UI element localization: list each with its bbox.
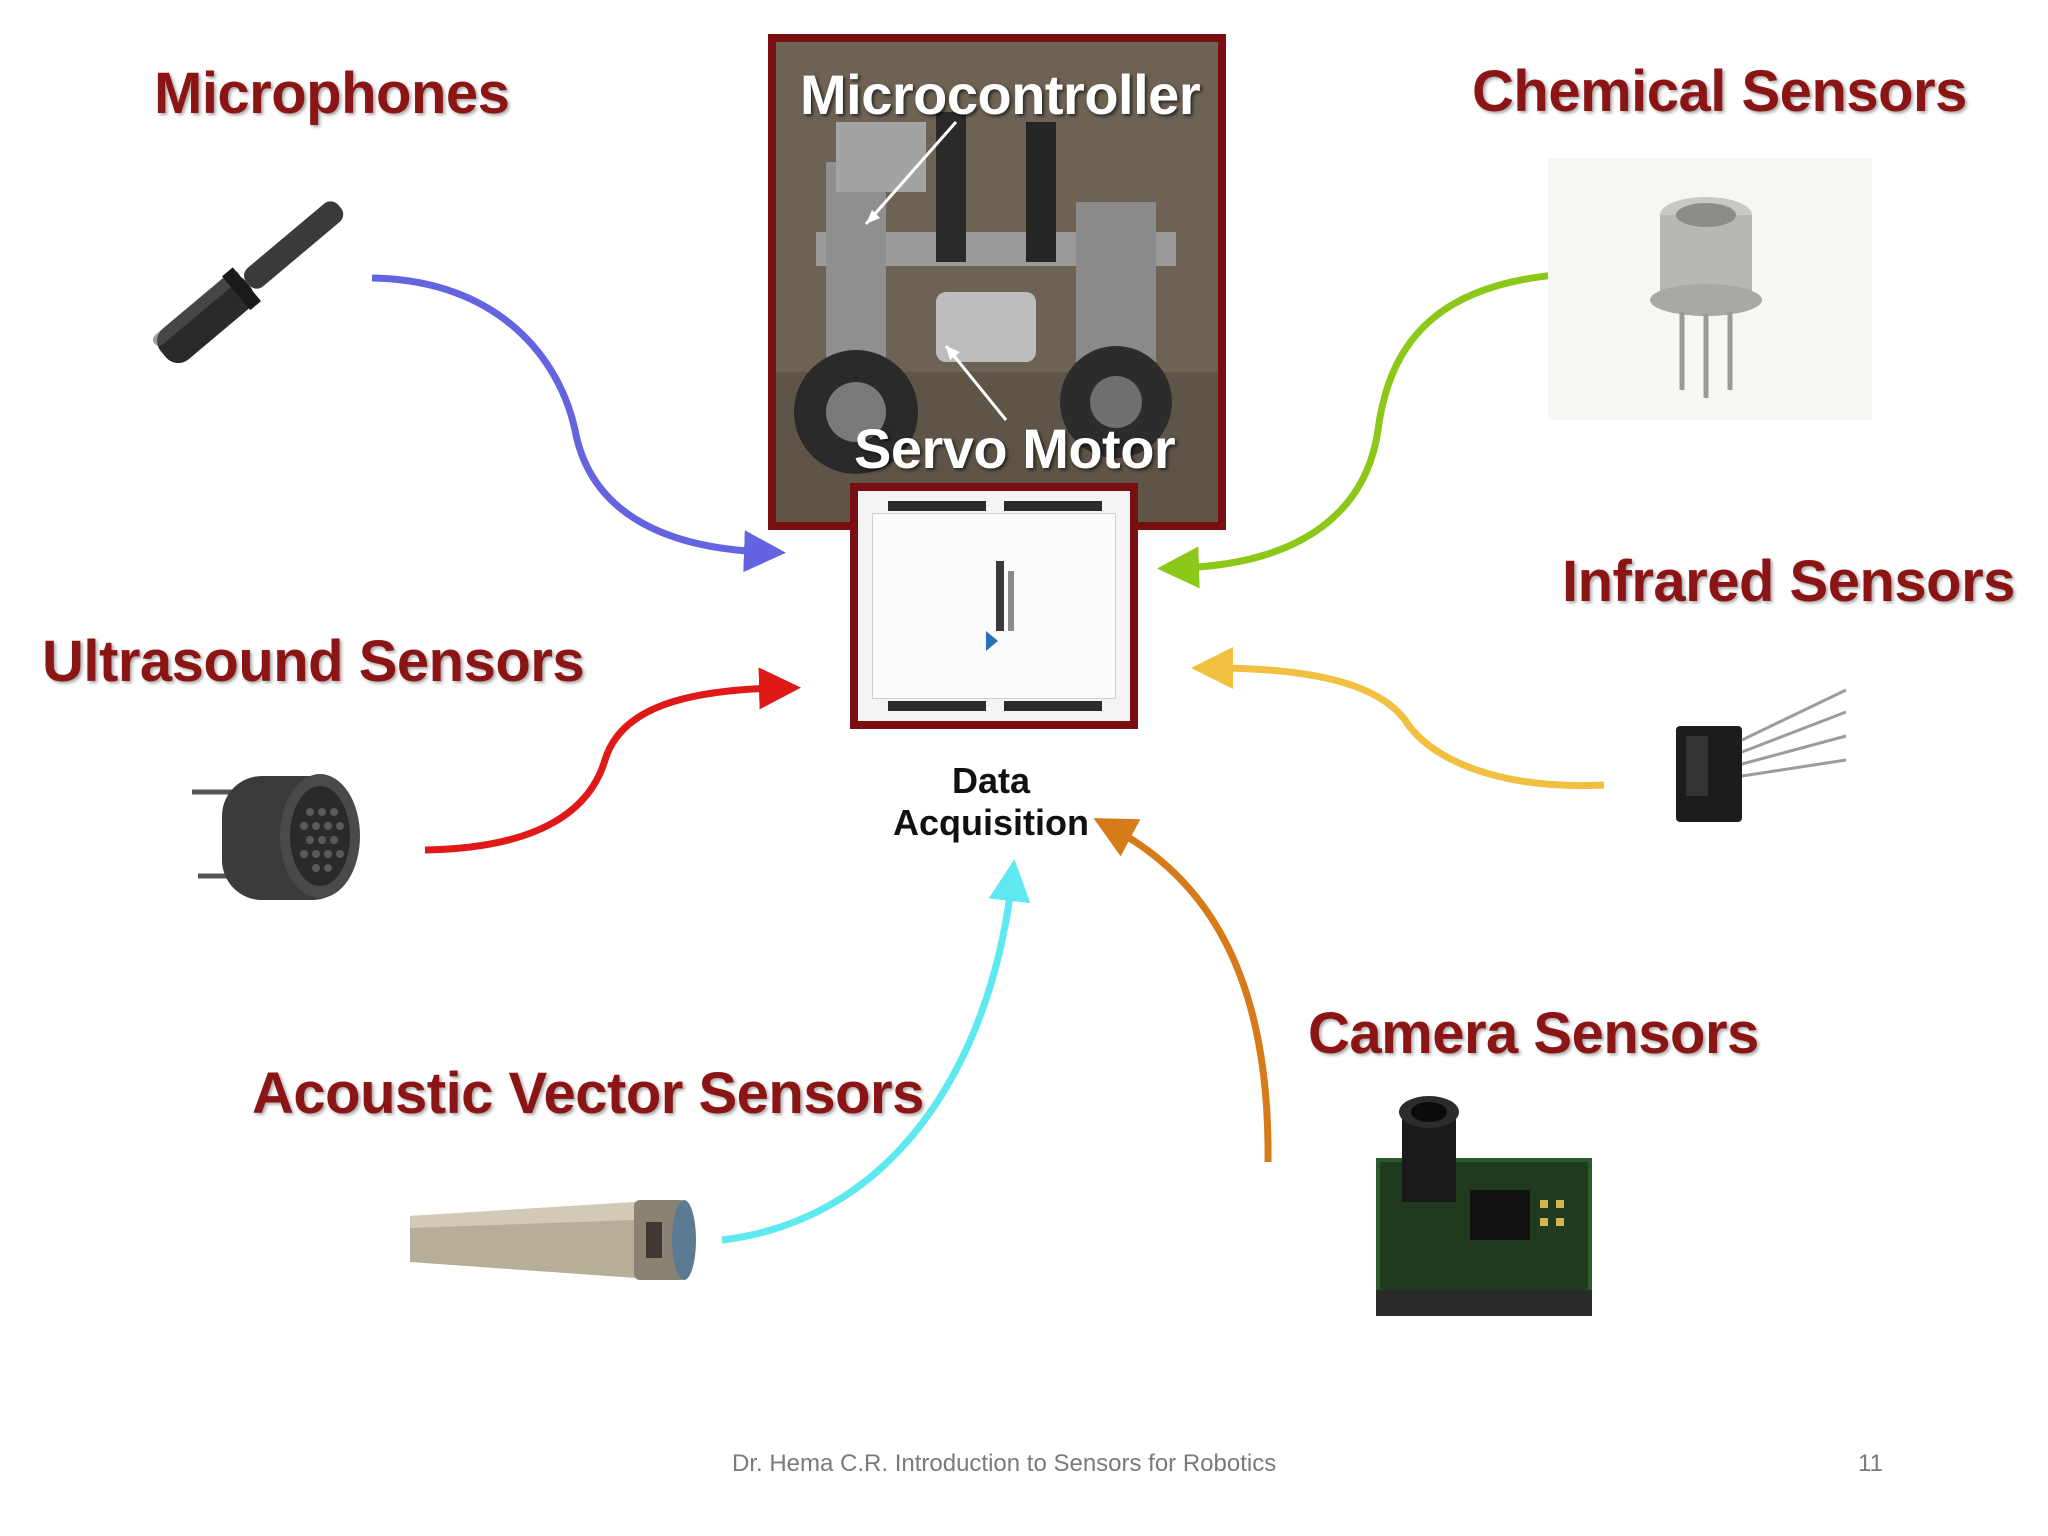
data-acquisition-caption: Data Acquisition: [893, 760, 1089, 843]
footer-text: Dr. Hema C.R. Introduction to Sensors fo…: [732, 1450, 1277, 1477]
page-number: 11: [1858, 1450, 1883, 1477]
arrow-microphones: [371, 274, 786, 573]
arrow-camera: [1093, 818, 1272, 1163]
arrow-infrared: [1191, 647, 1605, 790]
label-acoustic-vector-sensors: Acoustic Vector Sensors: [252, 1061, 924, 1126]
arrow-ultrasound: [424, 667, 801, 854]
daq-module-body: [872, 513, 1116, 699]
label-chemical-sensors: Chemical Sensors: [1472, 59, 1967, 124]
microcontroller-label: Microcontroller: [800, 63, 1201, 126]
label-infrared-sensors: Infrared Sensors: [1562, 549, 2015, 614]
robot-illustration: [776, 42, 1218, 522]
daq-illustration: [888, 501, 1102, 711]
arrow-acoustic-vector: [721, 859, 1031, 1244]
label-ultrasound-sensors: Ultrasound Sensors: [42, 629, 585, 694]
arrow-chemical: [1157, 269, 1595, 589]
label-microphones: Microphones: [154, 61, 510, 126]
servo-motor-label: Servo Motor: [854, 417, 1176, 480]
label-camera-sensors: Camera Sensors: [1308, 1001, 1759, 1066]
data-acquisition-device: [850, 483, 1138, 729]
robot-microcontroller-panel: Microcontroller Servo Motor: [768, 34, 1226, 530]
